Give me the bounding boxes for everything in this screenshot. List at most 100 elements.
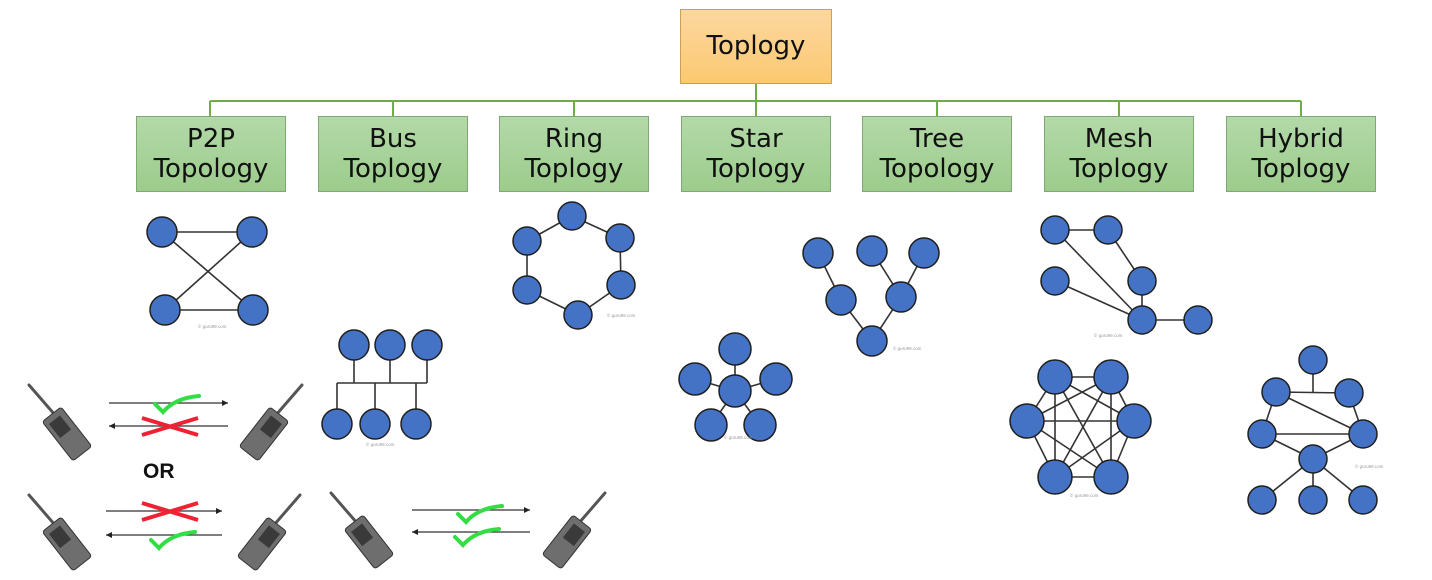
arrow-head [412, 529, 418, 535]
network-node [1040, 266, 1070, 296]
node-label-line1: Ring [544, 123, 604, 154]
root-node: Toplogy [680, 9, 832, 84]
bus-cable [336, 360, 428, 409]
or-label: OR [143, 460, 175, 483]
walkie-talkie-icon [239, 383, 304, 461]
walkie-talkie-icon [237, 493, 302, 571]
network-node [606, 270, 636, 300]
network-node [1183, 305, 1213, 335]
network-node [1093, 459, 1129, 495]
node-label-line1: Star [729, 123, 783, 154]
radio-body [42, 407, 92, 461]
watermark-text: © guru99.com [607, 312, 636, 318]
antenna [329, 491, 359, 525]
network-node [146, 216, 178, 248]
network-node [1093, 359, 1129, 395]
node-tree-topology: Tree Topology [862, 116, 1012, 192]
link-line [1275, 391, 1364, 435]
network-node [236, 216, 268, 248]
node-label-line1: P2P [187, 123, 235, 154]
radio-body [344, 515, 394, 569]
network-node [802, 237, 834, 269]
network-node [908, 237, 940, 269]
link-line [1054, 280, 1143, 321]
watermark-text: © guru99.com [893, 345, 922, 351]
check-mark-icon [456, 504, 504, 525]
watermark-text: © guru99.com [366, 441, 395, 447]
antenna [27, 383, 57, 417]
network-node [1298, 444, 1328, 474]
network-node [1093, 215, 1123, 245]
radio-screen [257, 525, 281, 549]
check-mark-icon [453, 527, 501, 548]
tree-graph: © guru99.com [802, 235, 940, 357]
link-line [1054, 376, 1112, 478]
network-node [1127, 266, 1157, 296]
walkie-talkie-icon [27, 493, 92, 571]
bus-graph: © guru99.com [321, 329, 443, 447]
antenna [577, 491, 607, 525]
network-node [1298, 345, 1328, 375]
network-node [1334, 378, 1364, 408]
node-label-line2: Toplogy [1251, 154, 1351, 184]
arrow-head [524, 507, 530, 513]
network-node [1009, 403, 1045, 439]
cross-mark-icon [141, 501, 199, 522]
node-label-line1: Tree [909, 123, 965, 154]
node-label-line2: Toplogy [706, 154, 806, 184]
network-node [825, 284, 857, 316]
antenna [272, 493, 302, 527]
hybrid-graph: © guru99.com [1247, 345, 1384, 515]
network-node [885, 281, 917, 313]
p2p-graph: © guru99.com [146, 216, 269, 329]
network-node [512, 275, 542, 305]
forward-arrow [412, 507, 530, 513]
radio-screen [259, 415, 283, 439]
node-label-line2: Topology [153, 154, 269, 184]
network-node [1037, 459, 1073, 495]
network-node [743, 408, 777, 442]
node-label-line2: Toplogy [343, 154, 443, 184]
network-node [605, 223, 635, 253]
radio-body [542, 515, 592, 569]
network-node [359, 408, 391, 440]
radio-screen [48, 525, 72, 549]
cross-stroke [141, 416, 199, 437]
network-node [563, 300, 593, 330]
cross-mark-icon [141, 416, 199, 437]
backward-arrow [106, 532, 222, 538]
mesh-partial-graph: © guru99.com [1040, 215, 1213, 338]
forward-arrow [109, 400, 228, 406]
network-node [718, 332, 752, 366]
network-node [411, 329, 443, 361]
network-node [856, 325, 888, 357]
node-label-line2: Toplogy [524, 154, 624, 184]
network-node [512, 226, 542, 256]
link-line [164, 231, 253, 311]
backward-arrow [412, 529, 530, 535]
radio-body [237, 517, 287, 571]
arrow-head [216, 508, 222, 514]
network-node [678, 362, 712, 396]
network-node [374, 329, 406, 361]
network-node [1247, 419, 1277, 449]
node-bus-topology: Bus Toplogy [318, 116, 468, 192]
node-label-line2: Topology [879, 154, 995, 184]
watermark-text: © guru99.com [1355, 463, 1384, 469]
network-node [321, 408, 353, 440]
radio-screen [48, 415, 72, 439]
check-mark-icon [153, 394, 201, 415]
check-mark-icon [149, 530, 197, 551]
walkie-talkie-icon [542, 491, 607, 569]
node-p2p-topology: P2P Topology [136, 116, 286, 192]
antenna [274, 383, 304, 417]
mesh-full-graph: © guru99.com [1009, 359, 1152, 498]
network-node [237, 294, 269, 326]
network-node [1261, 377, 1291, 407]
watermark-text: © guru99.com [198, 323, 227, 329]
ring-graph: © guru99.com [512, 201, 636, 330]
network-node [759, 362, 793, 396]
watermark-text: © guru99.com [1094, 332, 1123, 338]
